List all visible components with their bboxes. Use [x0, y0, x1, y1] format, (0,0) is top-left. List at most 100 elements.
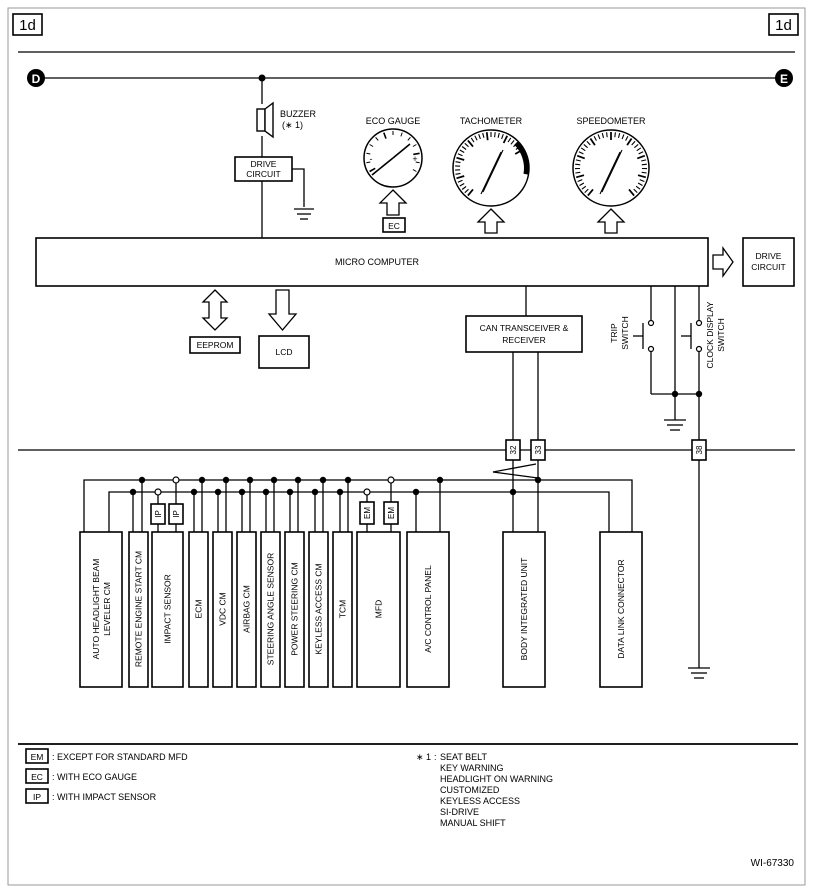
gauge-tick: [601, 132, 605, 139]
module-impact-sensor: [151, 531, 184, 688]
legend-ec-text: : WITH ECO GAUGE: [52, 772, 137, 782]
trip-switch-line2: SWITCH: [620, 316, 630, 350]
pin-33-label: 33: [534, 445, 543, 454]
gauge-tick: [501, 134, 504, 140]
tachometer-icon: [452, 129, 530, 207]
gauge-tick: [579, 182, 585, 186]
junction-dot: [129, 488, 137, 496]
gauge-tick: [412, 169, 417, 172]
can-transceiver-line2: RECEIVER: [502, 335, 545, 345]
gauge-tick: [577, 179, 583, 183]
gauge-tick: [369, 167, 376, 173]
gauge-tick: [515, 146, 521, 150]
gauge-tick: [633, 188, 638, 193]
gauge-tick: [580, 147, 586, 152]
micro-computer-label: MICRO COMPUTER: [335, 257, 419, 267]
speedometer-arrow: [596, 208, 626, 234]
gauge-tick: [584, 188, 589, 193]
module-body-integrated-unit: [502, 531, 546, 688]
connector-e: E: [775, 69, 793, 87]
clock-switch-line2: SWITCH: [716, 318, 726, 352]
drive-circuit-upper: [234, 156, 293, 182]
gauge-tick: [455, 172, 461, 175]
eco-gauge-icon: [363, 128, 423, 188]
gauge-tick: [641, 163, 647, 166]
em-badge-2-text: EM: [387, 507, 396, 519]
gauge-tick: [575, 159, 581, 162]
connector-d-label: D: [32, 72, 41, 86]
clock-switch-line1: CLOCK DISPLAY: [705, 301, 715, 368]
gauge-tick: [621, 134, 625, 140]
speedometer-icon: [572, 129, 650, 207]
module-10-label: TCM: [338, 600, 348, 618]
gauge-tick: [369, 144, 374, 147]
gauge-tick: [625, 135, 629, 141]
module-vdc-cm: [212, 531, 233, 688]
drive-circuit-right: [742, 237, 795, 287]
corner-label-right: 1d: [768, 13, 799, 36]
optional-junction: [172, 476, 180, 484]
module-12-label: A/C CONTROL PANEL: [423, 565, 433, 653]
eeprom-label: EEPROM: [197, 340, 234, 350]
module-auto-headlight-beam-leveler-cm: [79, 531, 123, 688]
pin-38-label: 38: [695, 445, 704, 454]
buzzer-note: (∗ 1): [282, 120, 303, 130]
gauge-tick: [494, 132, 496, 138]
ip-badge-1: [150, 503, 166, 525]
module-5-label: VDC CM: [218, 592, 228, 626]
module-power-steering-cm: [284, 531, 305, 688]
optional-junction: [363, 488, 371, 496]
gauge-tick: [575, 174, 585, 179]
footnote-item: MANUAL SHIFT: [440, 818, 506, 828]
legend-ec-badge-text: EC: [31, 772, 43, 782]
gauge-tick: [407, 136, 411, 141]
module-airbag-cm: [236, 531, 257, 688]
module-remote-engine-start-cm: [128, 531, 149, 688]
gauge-tick: [455, 161, 461, 164]
corner-label-left-text: 1d: [19, 17, 36, 34]
gauge-tick: [485, 132, 489, 141]
em-badge-2: [383, 501, 399, 525]
twisted-pair-mark: [492, 463, 539, 479]
corner-label-right-text: 1d: [775, 17, 792, 34]
footnote-item: KEY WARNING: [440, 763, 504, 773]
footnote-item: KEYLESS ACCESS: [440, 796, 520, 806]
trip-switch-line1: TRIP: [609, 323, 619, 343]
eco-gauge-plus: +: [412, 154, 417, 164]
junction-dot: [319, 476, 327, 484]
lcd-box: [258, 335, 310, 369]
gauge-tick: [507, 137, 512, 143]
gauge-tick: [456, 156, 465, 161]
module-8-label: POWER STEERING CM: [290, 562, 300, 656]
junction-dot: [336, 488, 344, 496]
gauge-tick: [576, 154, 585, 160]
legend-ip-text: : WITH IMPACT SENSOR: [52, 792, 157, 802]
trip-switch-icon: [633, 286, 655, 394]
gauge-tick: [470, 137, 475, 143]
junction-dot: [509, 488, 517, 496]
eeprom-box: [189, 336, 241, 354]
junction-dot: [238, 488, 246, 496]
module-ecm: [188, 531, 209, 688]
gauge-tick: [606, 132, 608, 138]
gauge-tick: [375, 136, 379, 141]
gauge-tick: [467, 139, 474, 148]
wire: [292, 168, 305, 207]
footnote-colon: :: [434, 752, 437, 762]
legend: EM : EXCEPT FOR STANDARD MFD EC : WITH E…: [25, 748, 188, 804]
gauge-tick: [413, 152, 420, 156]
junction-dot: [311, 488, 319, 496]
junction-dot: [344, 476, 352, 484]
module-keyless-access-cm: [308, 531, 329, 688]
drive-circuit-right-line2: CIRCUIT: [751, 262, 785, 272]
footnote-item: SEAT BELT: [440, 752, 488, 762]
gauge-tick: [614, 132, 616, 138]
gauge-tick: [457, 179, 463, 183]
gauge-tick: [461, 146, 467, 150]
pin-32-label: 32: [509, 445, 518, 454]
gauge-tick: [366, 152, 371, 155]
gauge-tick: [637, 154, 646, 160]
drive-circuit-upper-line2: CIRCUIT: [246, 169, 280, 179]
ip-badge-2-text: IP: [172, 510, 181, 518]
